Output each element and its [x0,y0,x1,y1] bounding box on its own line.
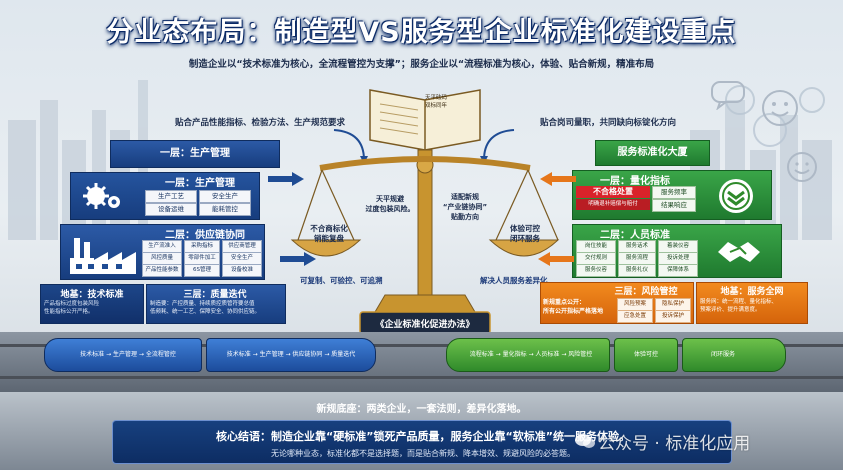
left-foundation-text: 产品指标过度包装风险 性能指标公开严格。 [44,301,100,315]
left-level1-cell: 设备运维 [145,203,197,216]
left-foundation [40,284,144,324]
right-foundation [696,282,808,324]
shield-check-icon [719,179,753,213]
right-level2-cell: 服务仪容 [576,264,616,277]
right-building-top: 服务标准化大厦 [595,140,710,166]
right-train-label: 体验可控 [633,351,658,358]
balance-scale-icon [290,89,560,335]
left-level3-label: 三层：质量迭代 [183,290,247,300]
right-top-note: 贴合岗司量职，共同缺向标锭化方向 [540,118,677,128]
arrow-left-icon [538,252,574,266]
right-train-label: 闭环服务 [710,351,735,358]
conclusion-box: 核心结语：制造企业靠“硬标准”锁死产品质量，服务企业靠“软标准”统一服务体验。 … [112,420,732,464]
left-level2-cell: 设备校准 [222,264,262,277]
left-bottom-note: 可复制、可验控、可追溯 [300,276,383,285]
left-train-label: 技术标准 → 生产管理 → 供应链协同 → 质量迭代 [226,351,356,358]
smile-icon-small [787,152,817,182]
page-title: 分业态布局：制造型VS服务型企业标准化建设重点 [106,17,737,48]
left-level1-cell: 生产工艺 [145,190,197,203]
left-top-note: 贴合产品性能指标、检验方法、生产规范要求 [175,118,346,128]
right-train-car [614,338,678,372]
right-train-car [446,338,610,372]
left-level2-cell: 6S管理 [184,264,220,277]
right-level3-cell: 应急处置 [617,310,653,323]
left-level3-text: 制造要：产控质量、持续质控质管符要总值 低频耗、统一工艺、保障安全、协同供应链。 [150,301,261,315]
left-level1-cell: 能耗管控 [199,203,251,216]
left-level2-cell: 产品性能参数 [142,264,182,277]
right-level1-label: 一层：量化指标 [600,176,670,187]
rail-top [0,344,843,347]
rail-bottom [0,376,843,379]
center-right-text: 适配新规 “产业链协同” 贴勤方向 [442,193,488,221]
right-pan-text: 体验可控 闭环服务 [510,224,540,243]
arrow-right-icon [280,252,316,266]
right-level2-cell: 保障体系 [658,264,698,277]
handshake-icon [718,242,760,262]
right-top-label: 服务标准化大厦 [617,147,688,158]
left-level2-label: 二层：供应链协同 [165,230,245,241]
right-level1-red-sub: 明确退补赔偿与赔付 [576,199,650,210]
right-foundation-label: 地基：服务全网 [720,287,784,297]
left-building-top: 一层：生产管理 [110,140,280,168]
wechat-icon [575,434,595,448]
watermark: 公众号 · 标准化应用 [598,434,751,454]
left-level1-label: 一层：生产管理 [165,178,235,189]
left-train-car [44,338,202,372]
right-level1-red: 不合格处置 [576,186,650,198]
page-subtitle: 制造企业以“技术标准为核心，全流程管控为支撑”；服务企业以“流程标准为核心，体验… [188,59,655,70]
smile-icon [762,90,798,126]
conclusion-text: 核心结语：制造企业靠“硬标准”锁死产品质量，服务企业靠“软标准”统一服务体验。 [216,430,630,443]
right-level2-cell: 服务礼仪 [618,264,656,277]
scale-base-label: 《企业标准化促进办法》 [375,320,475,330]
footer-middle: 新规底座：两类企业，一套法则，差异化落地。 [316,404,527,415]
left-pan-text: 不合商标化 销能复盘 [310,224,348,243]
factory-icon [70,238,136,274]
right-level3-cell: 投诉保护 [655,310,691,323]
arrow-right-icon [268,172,304,186]
book-text: 天平砝码 双标同年 [425,95,448,109]
left-level3 [146,284,286,324]
left-train-label: 技术标准 → 生产管理 → 全流程管控 [80,351,176,358]
right-bottom-note: 解决人员服务差异化 [480,276,548,285]
gear-icon [83,183,120,209]
arrow-left-icon [540,172,576,186]
right-level3-label: 三层：风险管控 [614,287,678,297]
right-train-label: 流程标准 → 量化指标 → 人员标准 → 风险管控 [469,351,593,358]
right-level3-text: 新规重点公开： 所有公开指标严格落地 [543,299,604,315]
right-level1-cell: 结果响应 [652,199,696,212]
left-train-car [206,338,376,372]
left-level1-cell: 安全生产 [199,190,251,203]
left-top-label: 一层：生产管理 [160,148,230,159]
right-level2-label: 二层：人员标准 [600,230,670,241]
center-left-text: 天平规避 过度包装风险。 [365,195,415,213]
right-train-car [682,338,786,372]
left-foundation-label: 地基：技术标准 [60,290,124,300]
right-level1-cell: 服务频率 [652,186,696,199]
chat-bubble-icon [711,81,745,110]
right-foundation-text: 服务网：统一流程、量化指标、 预案评价、提升满意度。 [700,299,778,313]
conclusion-subtext: 无论哪种业态，标准化都不是选择题，而是贴合新规、降本增效、规避风险的必答题。 [271,449,575,458]
